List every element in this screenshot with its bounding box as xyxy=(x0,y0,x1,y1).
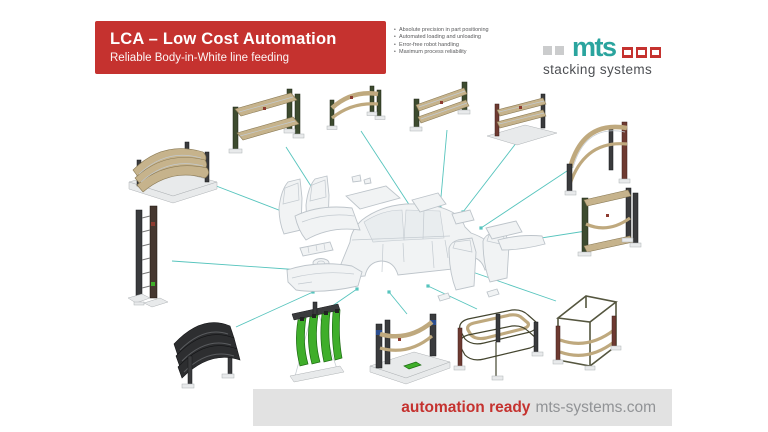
car-rear-door-left xyxy=(448,237,477,291)
fixture-olive-cube-stillage xyxy=(453,309,544,381)
fixture-right-arch-frame-rack xyxy=(564,121,631,196)
car-hood xyxy=(294,206,361,241)
fixture-top-right-base-plate-rack xyxy=(486,93,558,146)
footer-bar: automation ready mts-systems.com xyxy=(253,389,672,426)
car-front-bumper xyxy=(286,263,363,292)
logo-gray-square-icon xyxy=(543,46,552,55)
fixture-top-curved-rail-rack xyxy=(326,85,386,130)
footer-highlight: automation ready xyxy=(401,398,531,416)
fixture-dark-cube-stillage xyxy=(552,295,622,371)
brand-wordmark: mts xyxy=(572,31,617,62)
logo-tagline: stacking systems xyxy=(543,62,653,77)
footer-domain: mts-systems.com xyxy=(535,398,656,416)
slide-subtitle: Reliable Body-in-White line feeding xyxy=(110,52,289,64)
fixture-black-bumper-stack xyxy=(173,322,241,389)
logo-gray-square-icon xyxy=(555,46,564,55)
fixture-base-plate-twin-tower-rack xyxy=(369,313,451,385)
fixture-left-vertical-column-rack xyxy=(127,205,169,308)
car-rear-glass xyxy=(411,192,447,213)
logo-red-square-icon xyxy=(649,47,661,58)
mts-logo: mts stacking systems xyxy=(543,26,661,77)
fixture-hood-panel-stack-rack xyxy=(128,141,218,204)
benefit-item: Automated loading and unloading xyxy=(394,34,554,42)
fixture-right-tall-frame-rack xyxy=(577,187,642,257)
fixture-top-double-beam-rack xyxy=(409,81,471,132)
car-windshield-panel xyxy=(345,185,401,210)
car-trunk-lid xyxy=(485,220,523,240)
slide-title: LCA – Low Cost Automation xyxy=(110,30,337,48)
fixture-green-panel-hanging-rack xyxy=(289,301,345,383)
benefit-item: Maximum process reliability xyxy=(394,49,554,57)
title-banner: LCA – Low Cost Automation Reliable Body-… xyxy=(95,21,386,74)
logo-red-square-icon xyxy=(635,47,647,58)
benefit-item: Absolute precision in part positioning xyxy=(394,27,554,35)
logo-red-square-icon xyxy=(621,47,633,58)
car-rear-bumper xyxy=(497,235,546,251)
logo-row: mts xyxy=(543,26,661,62)
benefit-list: Absolute precision in part positioning A… xyxy=(394,27,554,57)
fixture-top-left-beam-rack xyxy=(228,88,305,154)
exploded-car-body xyxy=(278,174,546,302)
benefit-item: Error-free robot handling xyxy=(394,42,554,50)
